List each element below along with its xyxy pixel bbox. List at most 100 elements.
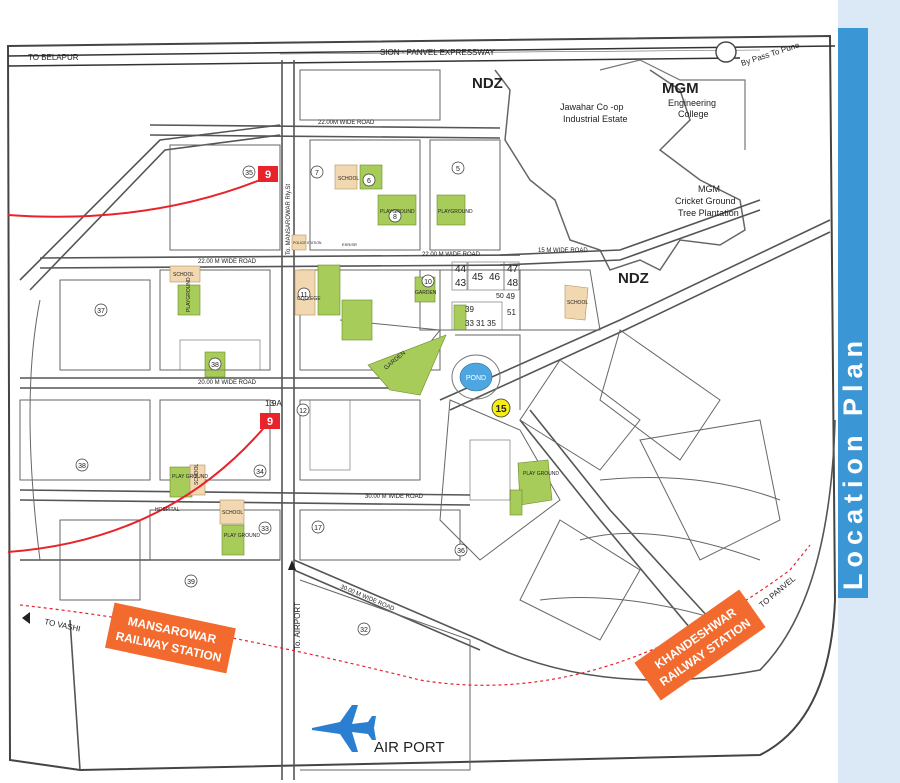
sector-10: 10: [424, 279, 432, 286]
block-45: 45: [472, 272, 484, 283]
sector-numbers: 37 38 39 35 7 11 10 12 34 33 17 32 36 5 …: [78, 166, 465, 634]
to-belapur-label: TO BELAPUR: [28, 53, 79, 62]
sector-17: 17: [314, 525, 322, 532]
nine-mid-text: 9: [267, 416, 273, 428]
block-grid: [179, 261, 520, 501]
radius-arcs: [7, 177, 269, 553]
school-1-label: SCHOOL: [173, 272, 194, 278]
playground-11: [317, 264, 341, 316]
playground-9: [436, 194, 466, 226]
block-44: 44: [455, 264, 467, 275]
railway-line-end: [789, 544, 811, 571]
school-plot-2: [334, 164, 358, 190]
sector-7: 7: [315, 170, 319, 177]
sector-circles: [75, 161, 468, 636]
block-47: 47: [507, 264, 519, 275]
sector-36: 36: [457, 548, 465, 555]
school-plot-4: [219, 499, 245, 525]
sector-34: 34: [256, 469, 264, 476]
block-51: 51: [507, 308, 516, 317]
play-ground-b: [221, 524, 245, 556]
green-school-right: [509, 489, 523, 516]
arrow-vashi-icon: [22, 612, 30, 624]
jawahar-2: Industrial Estate: [563, 114, 628, 124]
road-15m: 15 M WIDE ROAD: [538, 248, 588, 254]
mansarowar-station-sign: MANSAROWAR RAILWAY STATION: [104, 602, 236, 674]
airplane-icon: [312, 705, 376, 752]
title-banner: [838, 28, 868, 598]
garden-small-label: GARDEN: [415, 290, 437, 296]
esr-label: ESR/SR: [342, 242, 357, 247]
road-22m-mid: 22.00 M WIDE ROAD: [422, 252, 481, 258]
sector-32: 32: [360, 627, 368, 634]
ndz-right-label: NDZ: [618, 270, 649, 287]
road-30m: 30.00 M WIDE ROAD: [365, 494, 424, 500]
mgm-cricket-3: Tree Plantation: [678, 208, 739, 218]
nine-top-text: 9: [265, 169, 271, 181]
mgm-college-1: Engineering: [668, 98, 716, 108]
playground-pg: [341, 299, 373, 341]
sector-12: 12: [299, 408, 307, 415]
college-label: COLLEGE: [297, 296, 321, 302]
police-plot: [291, 234, 307, 251]
play-ground-b-label: PLAY GROUND: [224, 533, 260, 539]
khandeshwar-station-sign: KHANDESHWAR RAILWAY STATION: [634, 589, 766, 701]
pond: [459, 362, 493, 392]
arrow-airport-icon: [288, 560, 296, 570]
school-4-label: SCHOOL: [222, 510, 243, 516]
to-vashi-label: TO VASHI: [44, 617, 82, 633]
mgm-label: MGM: [662, 80, 699, 97]
block-31: 31: [476, 319, 485, 328]
sector-38b: 38: [211, 362, 219, 369]
play-ground-c: [517, 459, 553, 506]
playground-2-label: PLAYGROUND: [438, 209, 473, 215]
sector-15-text: 15: [495, 404, 507, 415]
hospital-label: HOSPITAL: [155, 507, 180, 513]
sector-35: 35: [245, 170, 253, 177]
sector-6: 6: [367, 178, 371, 185]
block-9a: 9A: [272, 399, 282, 408]
road-30m-airport: 30.00 M WIDE ROAD: [339, 584, 395, 612]
play-ground-a: [169, 466, 193, 498]
block-39b: 39: [465, 305, 474, 314]
jawahar-1: Jawahar Co -op: [560, 102, 624, 112]
airport-label: AIR PORT: [374, 739, 445, 756]
mgm-college-2: College: [678, 109, 709, 119]
ndz-top-label: NDZ: [472, 75, 503, 92]
school-3-label: SCHOOL: [194, 464, 200, 485]
play-ground-c-label: PLAY GROUND: [523, 471, 559, 477]
block-35b: 35: [487, 319, 496, 328]
to-airport-label: To. AIRPORT: [293, 602, 302, 650]
block-33b: 33: [465, 319, 474, 328]
mgm-cricket-1: MGM: [698, 184, 720, 194]
expressway-label: SION - PANVEL EXPRESSWAY: [380, 48, 495, 57]
minor-roads: [19, 69, 781, 771]
block-50: 50: [496, 293, 504, 300]
map-title: Location Plan: [838, 335, 868, 590]
beige-areas: [169, 164, 589, 525]
school-plot-3: [189, 464, 206, 496]
sector-37: 37: [97, 308, 105, 315]
pond-label: POND: [466, 375, 486, 382]
road-20m: 20.00 M WIDE ROAD: [198, 380, 257, 386]
nine-marker-mid: 9: [260, 413, 280, 429]
garden-large: [367, 334, 447, 396]
play-ground-a-label: PLAY GROUND: [172, 474, 208, 480]
pond-road: [451, 354, 501, 400]
sector-11: 11: [300, 292, 307, 299]
block-48: 48: [507, 278, 519, 289]
block-46: 46: [489, 272, 501, 283]
block-49: 49: [506, 292, 515, 301]
road-22m-left: 22.00 M WIDE ROAD: [198, 259, 257, 265]
police-label: POLICE STATION: [293, 241, 322, 245]
ndz-boundary-2: [599, 59, 746, 150]
playground-3-label: PLAYGROUND: [186, 277, 192, 312]
road-mansarowar: To. MANSAROWAR Rly.St: [286, 184, 292, 255]
bypass-pune-label: By Pass To Pune: [740, 40, 801, 68]
sector-5: 5: [456, 166, 460, 173]
place-labels: NDZ NDZ MGM Engineering College Jawahar …: [155, 75, 739, 539]
sector-15-marker: [491, 398, 511, 418]
green-areas: [169, 164, 553, 556]
